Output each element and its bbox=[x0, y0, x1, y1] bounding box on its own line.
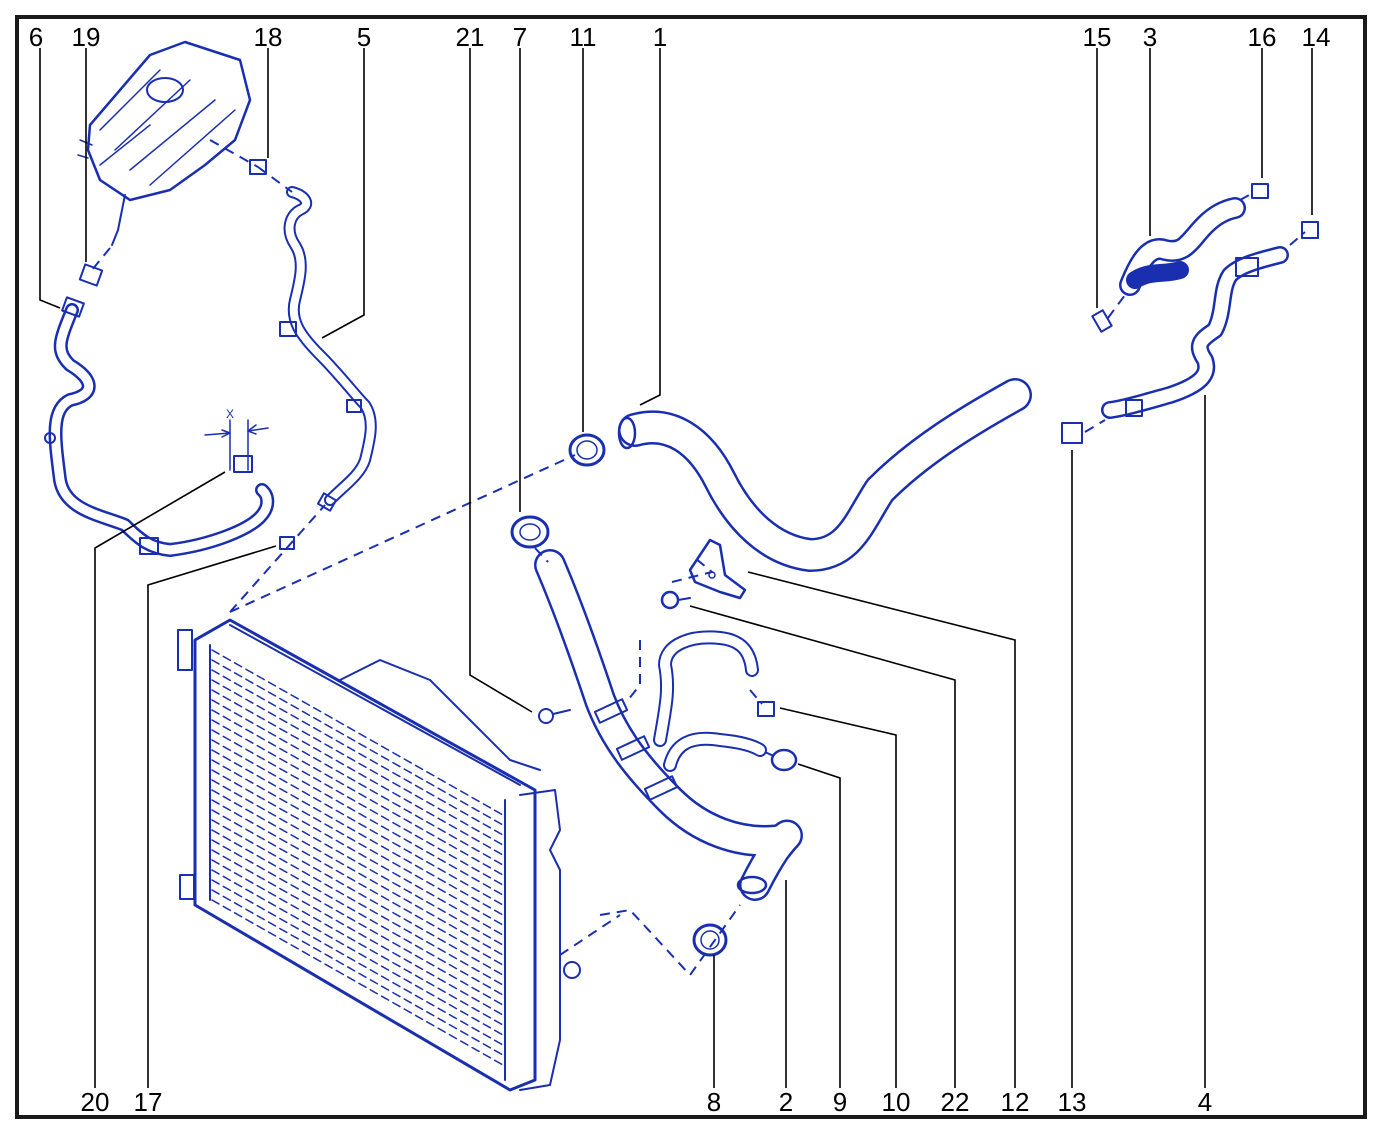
callout-16: 16 bbox=[1248, 22, 1277, 52]
callout-10: 10 bbox=[882, 1087, 911, 1117]
radiator bbox=[177, 618, 581, 1092]
clamp-20 bbox=[204, 419, 269, 473]
leader-lines bbox=[39, 48, 1313, 1088]
branch-hose-10 bbox=[653, 630, 759, 747]
assembly-lines bbox=[91, 139, 1306, 977]
parts-group bbox=[44, 40, 1319, 1092]
callout-7: 7 bbox=[513, 22, 527, 52]
clip-10 bbox=[757, 701, 775, 717]
callout-22: 22 bbox=[941, 1087, 970, 1117]
callout-14: 14 bbox=[1302, 22, 1331, 52]
callout-8: 8 bbox=[707, 1087, 721, 1117]
callout-20: 20 bbox=[81, 1087, 110, 1117]
callout-6: 6 bbox=[29, 22, 43, 52]
callout-9: 9 bbox=[833, 1087, 847, 1117]
callout-15: 15 bbox=[1083, 22, 1112, 52]
clamp-14 bbox=[1301, 221, 1319, 239]
callout-19: 19 bbox=[72, 22, 101, 52]
clamp-9 bbox=[770, 748, 798, 772]
clamp-7 bbox=[510, 515, 550, 549]
callout-17: 17 bbox=[134, 1087, 163, 1117]
hose-3 bbox=[1119, 197, 1246, 296]
clamp-11 bbox=[568, 433, 606, 467]
bracket-12 bbox=[688, 538, 747, 600]
expansion-tank bbox=[77, 40, 252, 246]
clamp-13 bbox=[1061, 422, 1083, 444]
hose-4 bbox=[1101, 246, 1289, 419]
clamp-17 bbox=[279, 536, 295, 550]
diagram-border bbox=[15, 15, 1367, 1119]
clamp-8 bbox=[692, 923, 728, 957]
callout-2: 2 bbox=[779, 1087, 793, 1117]
hose-5 bbox=[279, 186, 377, 512]
bolt-21 bbox=[538, 708, 571, 724]
callout-3: 3 bbox=[1143, 22, 1157, 52]
branch-hose-9 bbox=[663, 731, 767, 772]
callout-5: 5 bbox=[357, 22, 371, 52]
hose-6 bbox=[44, 296, 275, 557]
dimension-x-label: X bbox=[226, 407, 234, 421]
callout-labels: 6 19 18 5 21 7 11 1 15 3 16 14 20 17 8 2… bbox=[29, 22, 1331, 1117]
hose-1 bbox=[617, 378, 1032, 572]
clamp-18 bbox=[249, 159, 267, 175]
clamp-19 bbox=[78, 263, 104, 287]
callout-13: 13 bbox=[1058, 1087, 1087, 1117]
callout-18: 18 bbox=[254, 22, 283, 52]
clamp-16 bbox=[1251, 183, 1269, 199]
callout-11: 11 bbox=[570, 22, 597, 52]
sensor-15 bbox=[1091, 309, 1113, 333]
bolt-22 bbox=[660, 590, 691, 610]
callout-4: 4 bbox=[1198, 1087, 1212, 1117]
callout-21: 21 bbox=[456, 22, 485, 52]
callout-12: 12 bbox=[1001, 1087, 1030, 1117]
callout-1: 1 bbox=[653, 22, 667, 52]
hose-2 bbox=[534, 549, 803, 901]
